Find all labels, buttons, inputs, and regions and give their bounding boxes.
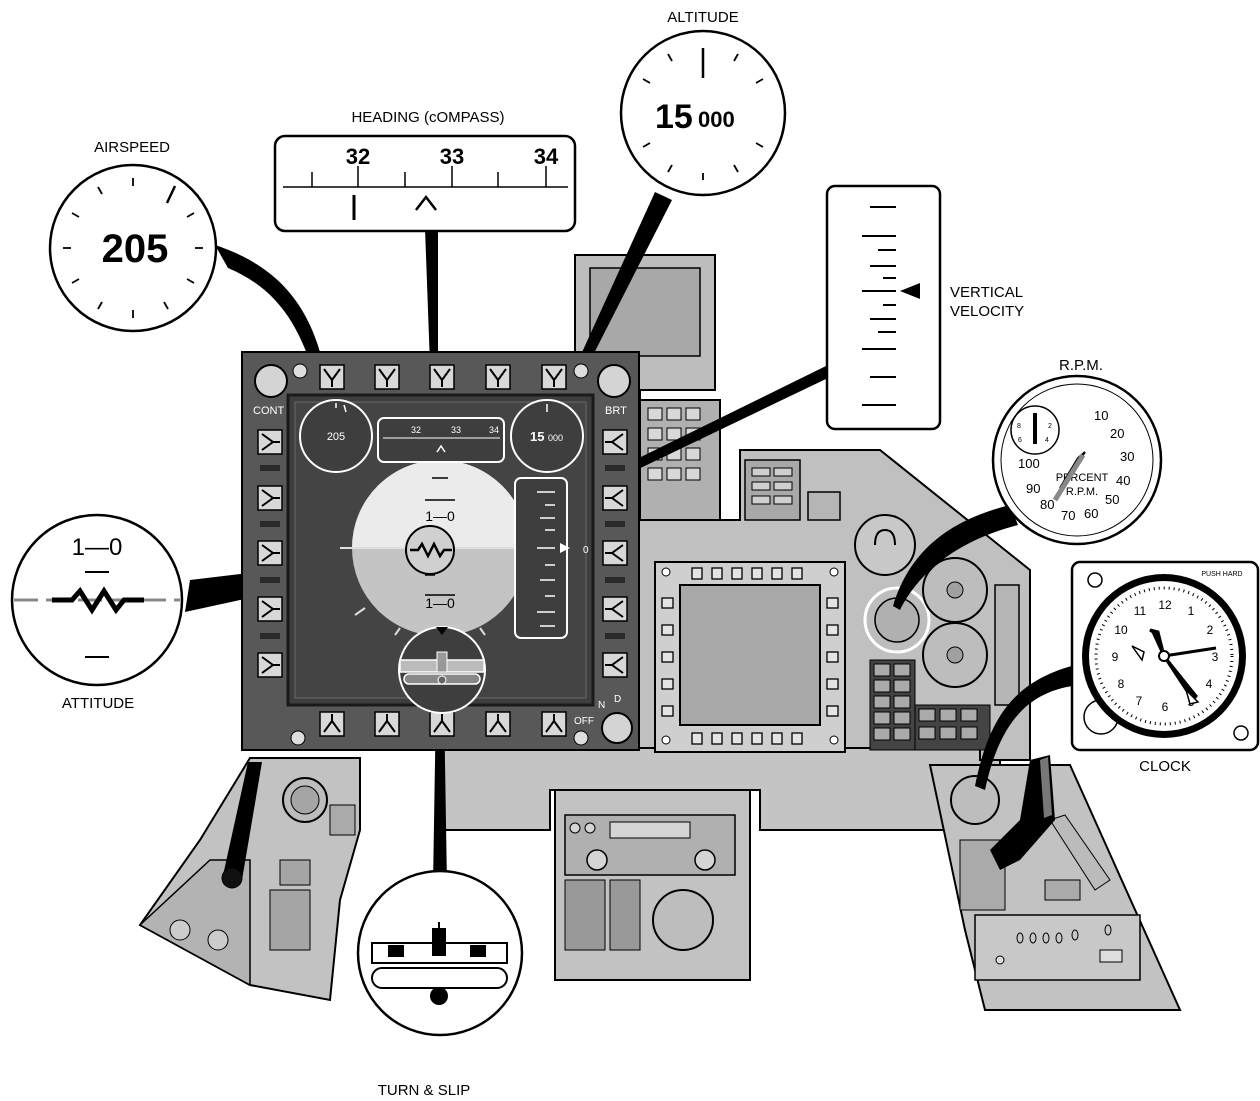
rpm-90: 90 [1026,481,1040,496]
cont-label: CONT [253,405,284,417]
vv-label-line2: VELOCITY [950,303,1024,320]
clock-callout: PUSH HARD 12 1 2 3 4 5 6 7 8 9 10 11 [1072,562,1258,750]
turn-slip-mini [399,627,485,713]
pitch-lower-label: 1—0 [425,595,455,611]
mini-heading-34: 34 [489,425,499,435]
brt-label: BRT [605,405,627,417]
clock-num-12: 12 [1158,598,1172,612]
clock-num-8: 8 [1118,677,1125,691]
rpm-40: 40 [1116,473,1130,488]
knob-off-label: OFF [574,716,594,727]
clock-num-3: 3 [1212,650,1219,664]
airspeed-value: 205 [102,227,169,271]
rpm-10: 10 [1094,408,1108,423]
heading-tick-33: 33 [440,144,464,169]
clock-num-1: 1 [1188,604,1195,618]
right-mfd [655,562,845,752]
altitude-mini-dial: 15 000 [511,400,583,472]
center-pedestal [555,790,750,980]
altitude-big: 15 [655,98,693,136]
mode-knob[interactable] [602,713,632,743]
rpm-label: R.P.M. [1059,357,1103,374]
rpm-70: 70 [1061,508,1075,523]
heading-callout: 32 33 34 [275,136,575,231]
clock-num-7: 7 [1136,694,1143,708]
rpm-caption-rpm: R.P.M. [1066,486,1098,498]
rpm-80: 80 [1040,497,1054,512]
airspeed-label: AIRSPEED [94,139,170,156]
rpm-inner-8: 8 [1017,423,1021,430]
pitch-upper-label: 1—0 [425,508,455,524]
knob-d-label: D [614,694,621,705]
clock-num-10: 10 [1114,623,1128,637]
attitude-pitch: 1—0 [72,534,123,561]
clock-num-4: 4 [1206,677,1213,691]
rpm-inner-4: 4 [1045,437,1049,444]
rpm-inner-6: 6 [1018,437,1022,444]
rpm-100: 100 [1018,456,1040,471]
vv-zero-label: 0 [583,545,589,556]
clock-num-9: 9 [1112,650,1119,664]
rpm-60: 60 [1084,506,1098,521]
heading-tick-34: 34 [534,144,559,169]
left-console [140,758,360,1000]
vv-label-line1: VERTICAL [950,284,1023,301]
heading-label: HEADING (cOMPASS) [351,109,504,126]
rpm-inner-2: 2 [1048,423,1052,430]
airspeed-mini-dial: 205 [300,400,372,472]
mini-altitude-big: 15 [530,429,544,444]
heading-mini-tape: 32 33 34 [378,418,504,462]
clock-push-label: PUSH HARD [1201,571,1242,578]
mini-heading-32: 32 [411,425,421,435]
clock-num-2: 2 [1207,623,1214,637]
clock-label: CLOCK [1139,758,1191,775]
rpm-gauge: 2 4 6 8 10 20 30 40 50 60 70 80 90 100 P… [993,376,1161,544]
knob-n-label: N [598,700,605,711]
altitude-label: ALTITUDE [667,9,738,26]
main-display: CONT BRT N D OFF [242,352,639,750]
cont-knob[interactable] [255,365,287,397]
turn-slip-label: TURN & SLIP [378,1082,471,1099]
mini-airspeed-value: 205 [327,431,345,443]
clock-num-6: 6 [1162,700,1169,714]
clock-num-11: 11 [1134,604,1147,618]
rpm-30: 30 [1120,449,1134,464]
airspeed-callout: 205 [50,165,216,331]
rpm-50: 50 [1105,492,1119,507]
altitude-small: 000 [698,107,735,132]
attitude-callout: 1—0 [12,515,182,685]
mini-altitude-small: 000 [548,433,563,443]
turn-slip-callout [358,871,522,1035]
altitude-callout: 15 000 [621,31,785,195]
brt-knob[interactable] [598,365,630,397]
right-console [930,755,1180,1010]
attitude-label: ATTITUDE [62,695,134,712]
rpm-20: 20 [1110,426,1124,441]
mini-heading-33: 33 [451,425,461,435]
vertical-velocity-callout [827,186,940,429]
heading-tick-32: 32 [346,144,370,169]
